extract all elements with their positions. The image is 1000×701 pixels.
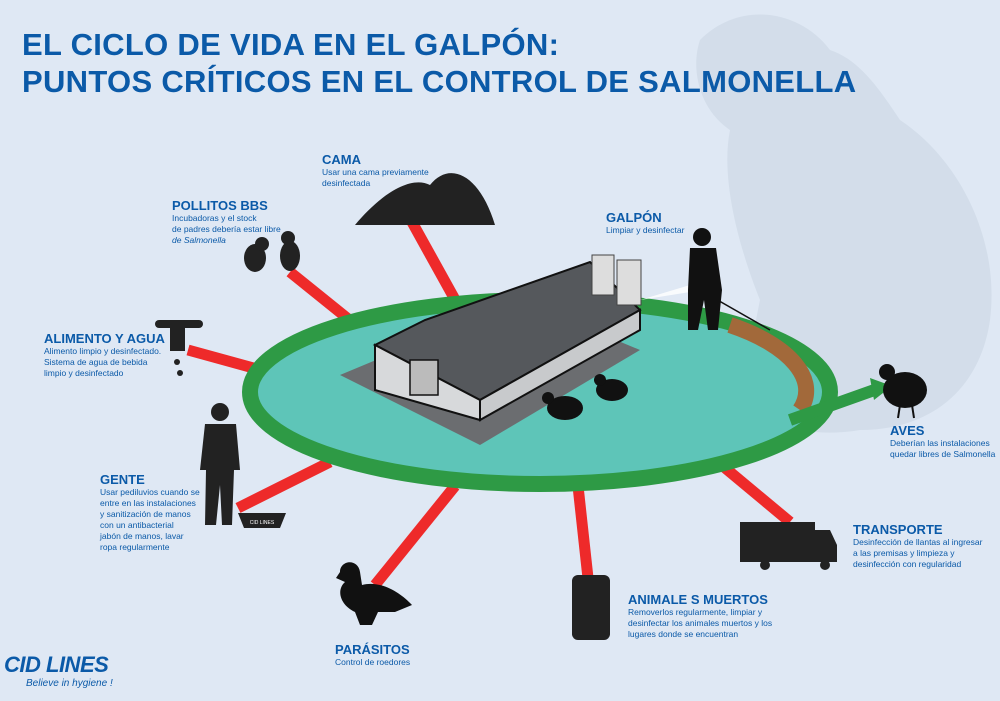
point-gente: GENTE Usar pediluvios cuando se entre en…: [100, 472, 200, 553]
silo: [616, 259, 642, 306]
truck-icon: [740, 522, 837, 570]
building-side: [479, 308, 641, 422]
hen-icon: [879, 364, 927, 419]
point-heading: CAMA: [322, 152, 361, 167]
title-line-1: EL CICLO DE VIDA EN EL GALPÓN:: [22, 27, 560, 62]
point-desc: desinfección con regularidad: [853, 559, 962, 569]
point-heading: POLLITOS BBS: [172, 198, 268, 213]
drinker-icon: [155, 320, 203, 376]
point-desc: Incubadoras y el stock: [172, 213, 257, 223]
point-desc: desinfectar los animales muertos y los: [628, 618, 773, 628]
logo-tagline: Believe in hygiene !: [26, 678, 113, 689]
person-silhouette: [200, 403, 240, 525]
arrow-parasitos: [370, 482, 460, 589]
bedding-pile-icon: [355, 173, 495, 225]
point-desc: con un antibacterial: [100, 520, 174, 530]
point-desc: de Salmonella: [172, 235, 226, 245]
point-desc: Desinfección de llantas al ingresar: [853, 537, 983, 547]
worker-silhouette: [688, 228, 722, 330]
spray-mist: [640, 285, 690, 300]
point-heading: PARÁSITOS: [335, 642, 410, 657]
silo: [591, 254, 615, 296]
point-heading: AVES: [890, 423, 925, 438]
hens-on-floor: [542, 374, 628, 420]
point-muertos: ANIMALE S MUERTOS Removerlos regularment…: [628, 592, 772, 640]
point-heading: GENTE: [100, 472, 145, 487]
barrel-icon: [572, 575, 610, 640]
arrow-pollitos: [286, 267, 356, 327]
point-desc: y sanitización de manos: [100, 509, 191, 519]
point-desc: a las premisas y limpieza y: [853, 548, 955, 558]
duck-icon: [336, 562, 412, 625]
point-desc: Control de roedores: [335, 657, 411, 667]
point-desc: de padres debería estar libre: [172, 224, 281, 234]
point-desc: desinfectada: [322, 178, 371, 188]
point-desc: Limpiar y desinfectar: [606, 225, 685, 235]
page-title: EL CICLO DE VIDA EN EL GALPÓN: PUNTOS CR…: [22, 26, 856, 100]
point-heading: ANIMALE S MUERTOS: [628, 592, 768, 607]
point-desc: Usar una cama previamente: [322, 167, 429, 177]
point-aves: AVES Deberían las instalaciones quedar l…: [890, 423, 995, 460]
point-parasitos: PARÁSITOS Control de roedores: [335, 642, 410, 668]
ring-transition-segment: [727, 317, 815, 415]
cid-lines-logo: CID LINES Believe in hygiene !: [4, 652, 113, 689]
arrow-cama: [407, 219, 463, 308]
point-heading: ALIMENTO Y AGUA: [44, 331, 165, 346]
point-alimento: ALIMENTO Y AGUA Alimento limpio y desinf…: [44, 331, 165, 379]
point-desc: entre en las instalaciones: [100, 498, 196, 508]
point-desc: Deberían las instalaciones: [890, 438, 990, 448]
building-door: [409, 359, 439, 396]
point-desc: quedar libres de Salmonella: [890, 449, 996, 459]
chicks-icon: [244, 231, 300, 272]
point-desc: limpio y desinfectado: [44, 368, 124, 378]
point-desc: Usar pediluvios cuando se: [100, 487, 200, 497]
point-desc: Alimento limpio y desinfectado.: [44, 346, 162, 356]
logo-name: CID LINES: [4, 652, 109, 677]
arrow-muertos: [572, 485, 594, 579]
title-line-2: PUNTOS CRÍTICOS EN EL CONTROL DE SALMONE…: [22, 64, 857, 99]
point-pollitos: POLLITOS BBS Incubadoras y el stock de p…: [172, 198, 281, 246]
point-heading: GALPÓN: [606, 210, 662, 225]
point-desc: Sistema de agua de bebida: [44, 357, 148, 367]
point-desc: jabón de manos, lavar: [100, 531, 184, 541]
point-desc: Removerlos regularmente, limpiar y: [628, 607, 763, 617]
point-heading: TRANSPORTE: [853, 522, 943, 537]
footbath-label: CID LINES: [250, 520, 275, 526]
arrow-aves: [787, 382, 883, 426]
arrow-transporte: [714, 457, 794, 527]
point-desc: ropa regularmente: [100, 542, 170, 552]
point-desc: lugares donde se encuentran: [628, 629, 739, 639]
point-galpon: GALPÓN Limpiar y desinfectar: [606, 210, 684, 236]
arrow-gente: [235, 457, 333, 513]
point-transporte: TRANSPORTE Desinfección de llantas al in…: [853, 522, 982, 570]
footbath-icon: [238, 513, 286, 528]
point-cama: CAMA Usar una cama previamente desinfect…: [322, 152, 429, 189]
